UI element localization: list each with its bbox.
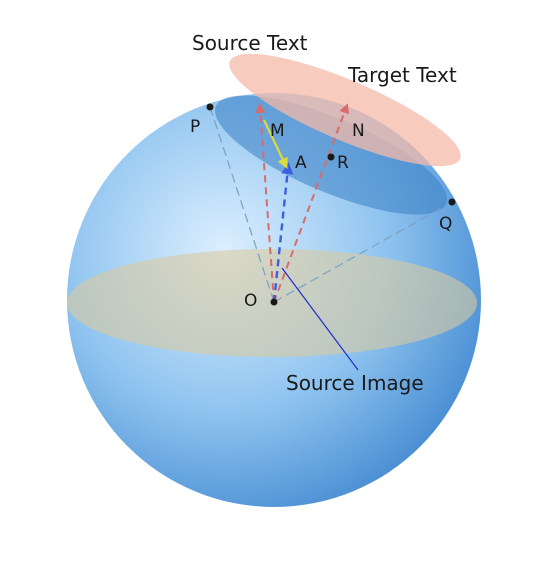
arrow-o-to-m [255,103,275,303]
point-r-label: R [337,153,349,173]
guide-line-oq [273,201,453,303]
target-text-label: Target Text [347,63,457,87]
point-q-label: Q [439,214,452,234]
source-text-label: Source Text [192,31,308,55]
point-o-dot [270,298,278,306]
arrow-o-to-n [273,103,349,303]
source-image-label: Source Image [286,371,424,395]
point-q-dot [448,198,456,206]
guide-line-op [209,106,275,303]
point-p-label: P [190,117,200,137]
point-o-label: O [244,291,257,311]
point-n-label: N [352,121,365,141]
point-p-dot [206,103,214,111]
arrow-o-to-a [272,162,294,303]
point-r-dot [327,153,335,161]
point-a-label: A [295,153,307,173]
source-image-pointer [281,267,359,371]
point-m-label: M [270,121,285,141]
arrow-m-to-a [263,119,288,169]
